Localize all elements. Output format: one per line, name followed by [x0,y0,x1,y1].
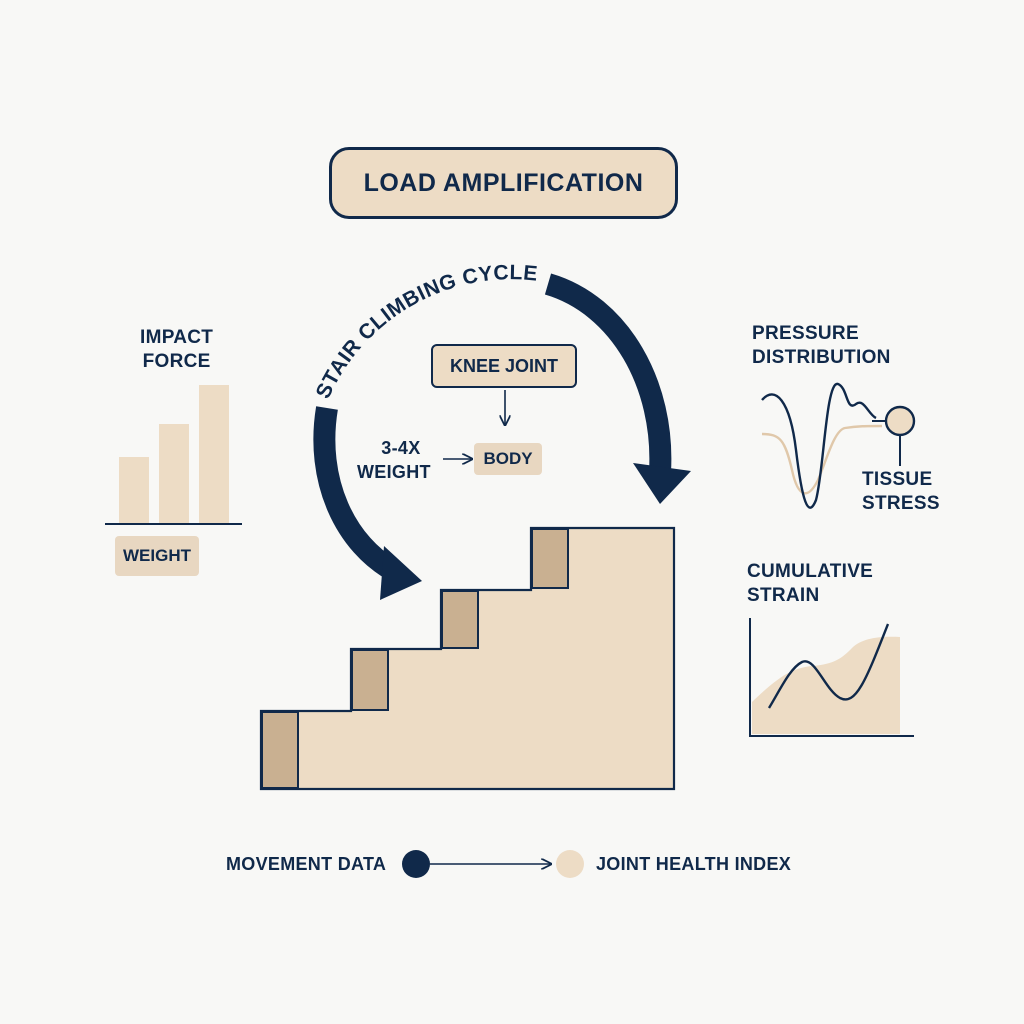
multiplier-line1: 3-4X [381,438,421,458]
bar-chart-icon [105,385,242,525]
cumulative-line2: STRAIN [747,585,820,606]
knee-joint-label: KNEE JOINT [449,355,559,376]
bar [159,424,189,523]
multiplier-line2: WEIGHT [357,462,431,482]
bar [199,385,229,523]
impact-force-line1: IMPACT [140,327,214,348]
body-tag-label: BODY [483,449,533,468]
staircase-icon [259,526,676,791]
flow-diagram [402,850,584,878]
curved-arrow-icon [313,406,422,600]
impact-force-label: IMPACT FORCE [140,326,213,374]
weight-tag-label: WEIGHT [123,546,191,565]
pressure-label: PRESSURE DISTRIBUTION [752,322,891,370]
title-text: LOAD AMPLIFICATION [363,168,644,197]
cumulative-line1: CUMULATIVE [747,561,874,582]
pin-icon [872,405,916,466]
wave-chart-icon [761,382,883,509]
curved-arrow-icon [544,273,691,504]
weight-tag: WEIGHT [115,536,199,576]
flow-source-label: MOVEMENT DATA [226,854,387,874]
tissue-stress-label: TISSUE STRESS [862,468,940,516]
source-dot [402,850,430,878]
bar [119,457,149,523]
body-tag: BODY [474,443,542,475]
area-chart-icon [749,618,914,737]
multiplier-label: 3-4X WEIGHT [357,436,431,484]
title-box: LOAD AMPLIFICATION [329,147,678,219]
tissue-line2: STRESS [862,493,940,514]
target-dot [556,850,584,878]
impact-force-line2: FORCE [142,351,211,372]
pressure-line1: PRESSURE [752,323,859,344]
cumulative-strain-label: CUMULATIVE STRAIN [747,560,873,608]
knee-joint-box: KNEE JOINT [431,344,577,388]
flow-target-label: JOINT HEALTH INDEX [596,854,792,874]
tissue-line1: TISSUE [862,469,933,490]
pressure-line2: DISTRIBUTION [752,347,891,368]
